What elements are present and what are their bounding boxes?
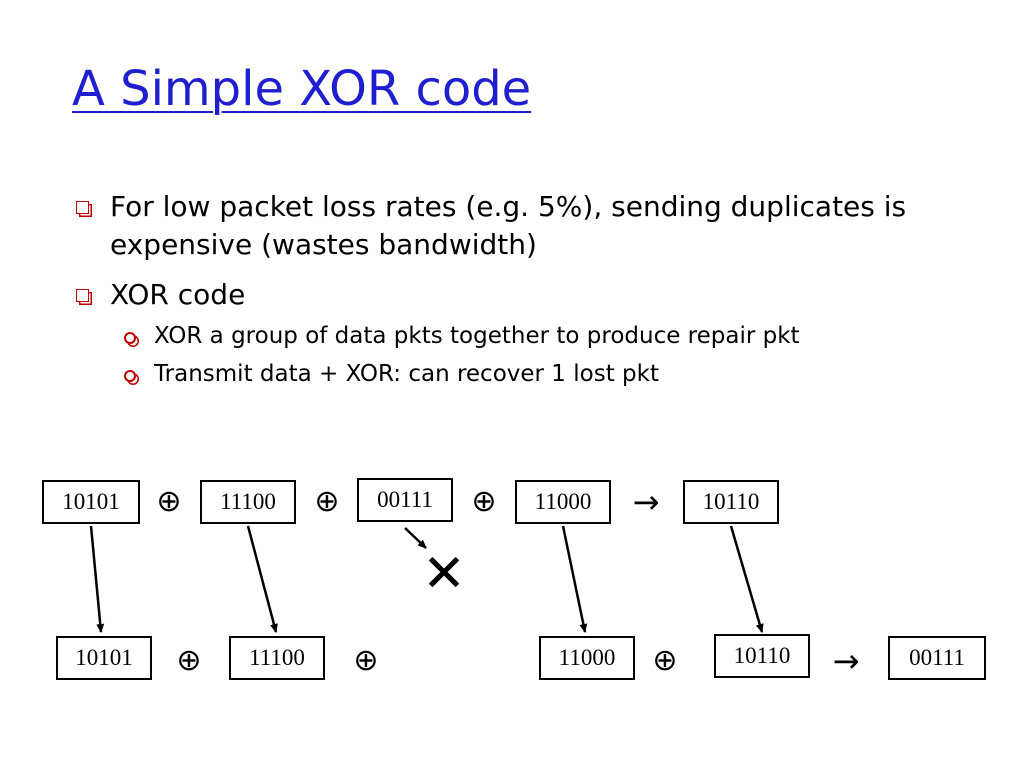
- packet-box: 00111: [357, 478, 453, 522]
- packet-box: 11000: [539, 636, 635, 680]
- sub-bullet-item: XOR a group of data pkts together to pro…: [74, 320, 974, 352]
- packet-box: 11100: [200, 480, 296, 524]
- circle-bullet-icon: [124, 332, 136, 344]
- xor-operator: ⊕: [156, 484, 182, 519]
- bullet-item: For low packet loss rates (e.g. 5%), sen…: [74, 188, 974, 264]
- xor-operator: ⊕: [471, 484, 497, 519]
- flow-arrow: [729, 525, 764, 633]
- bullet-text: XOR code: [110, 278, 246, 311]
- sub-bullet-text: XOR a group of data pkts together to pro…: [154, 323, 800, 349]
- result-arrow-icon: →: [632, 483, 660, 521]
- sub-bullet-item: Transmit data + XOR: can recover 1 lost …: [74, 358, 974, 390]
- bullet-text: For low packet loss rates (e.g. 5%), sen…: [110, 190, 907, 261]
- xor-operator: ⊕: [176, 643, 202, 678]
- result-arrow-icon: →: [832, 642, 860, 680]
- repair-packet-box: 10110: [683, 480, 779, 524]
- xor-operator: ⊕: [652, 643, 678, 678]
- square-bullet-icon: [76, 201, 89, 214]
- bullet-list: For low packet loss rates (e.g. 5%), sen…: [74, 188, 974, 402]
- repair-packet-box: 10110: [714, 634, 810, 678]
- packet-box: 10101: [42, 480, 140, 524]
- slide-title: A Simple XOR code: [72, 61, 532, 117]
- sub-bullet-text: Transmit data + XOR: can recover 1 lost …: [154, 361, 659, 387]
- bullet-item: XOR code XOR a group of data pkts togeth…: [74, 276, 974, 390]
- flow-arrow: [561, 525, 588, 633]
- flow-arrow: [246, 525, 278, 633]
- lost-packet-cross-icon: ✕: [422, 544, 466, 604]
- circle-bullet-icon: [124, 370, 136, 382]
- xor-operator: ⊕: [314, 484, 340, 519]
- recovered-packet-box: 00111: [888, 636, 986, 680]
- packet-box: 11000: [515, 480, 611, 524]
- xor-operator: ⊕: [353, 643, 379, 678]
- packet-box: 10101: [56, 636, 152, 680]
- lost-arrow: [404, 527, 427, 549]
- flow-arrow: [89, 525, 105, 633]
- packet-box: 11100: [229, 636, 325, 680]
- square-bullet-icon: [76, 289, 89, 302]
